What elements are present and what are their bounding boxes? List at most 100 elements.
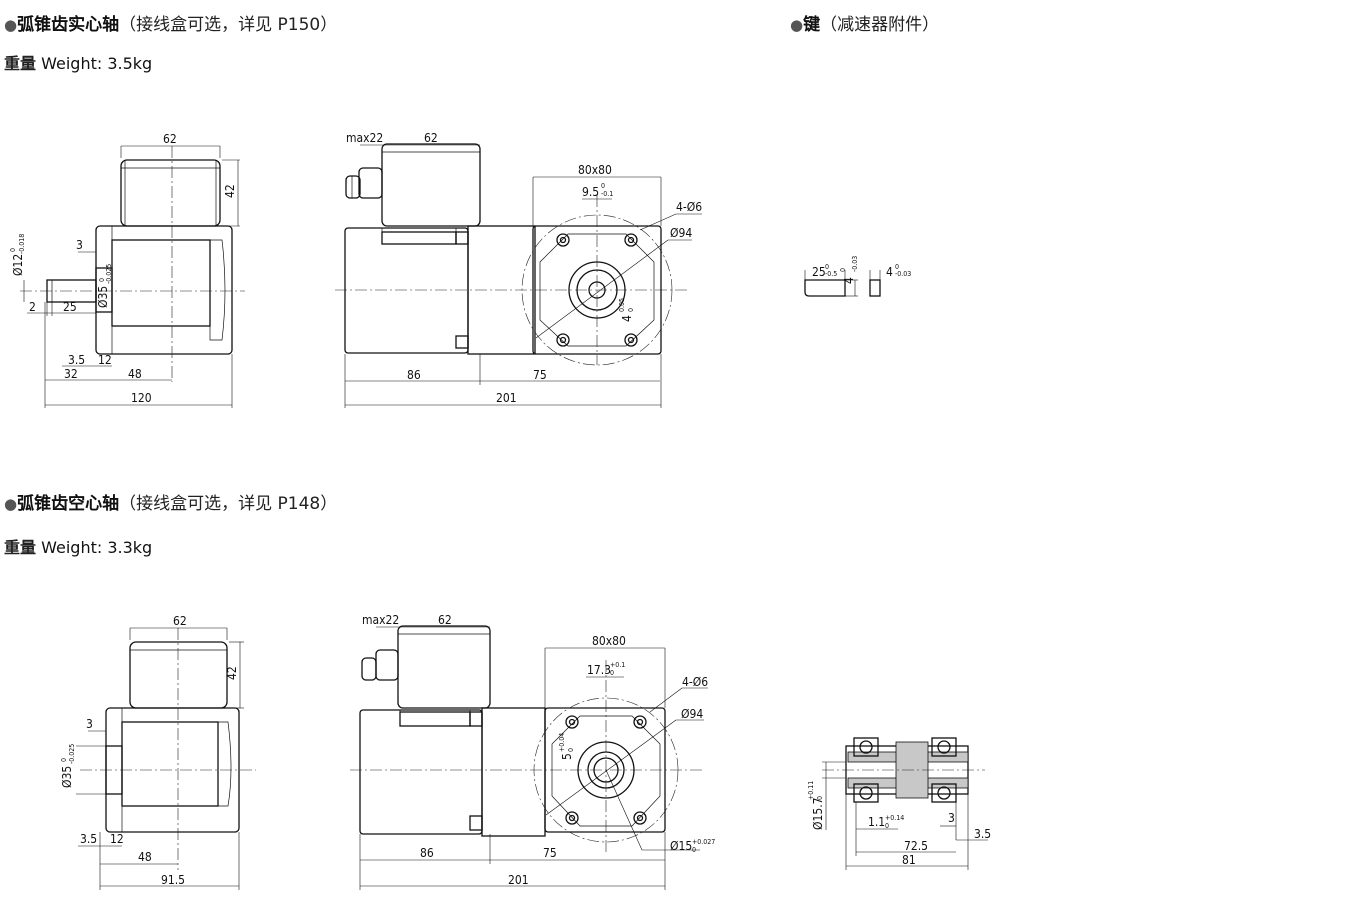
hollow-front-view: max22 62 86 75 201 80x80 17.3 +0.1 0 4-Ø…: [350, 613, 715, 890]
dim-total: 91.5: [161, 873, 185, 887]
weight-label: 重量: [4, 54, 37, 73]
dim-groove-tol-dn: 0: [885, 822, 889, 830]
hollow-side-view: 62 42 3 Ø35 0 -0.025 3.5 12 48 91.5: [60, 614, 256, 890]
dim-key-width-tol-up: 0: [895, 263, 899, 271]
dim-shaft-a: 2: [29, 300, 36, 314]
key-heading: ●键（减速器附件）: [790, 15, 939, 35]
dim-key-width-tol-dn: -0.03: [895, 270, 911, 278]
dim-pcd: Ø94: [670, 226, 692, 240]
dim-square: 80x80: [578, 163, 612, 177]
dim-box-width: 62: [424, 131, 438, 145]
dim-section-dia: Ø15.7: [811, 797, 825, 830]
dim-box-width: 62: [173, 614, 187, 628]
dim-bore: Ø15: [670, 839, 692, 853]
dim-box-width: 62: [163, 132, 177, 146]
dim-key-length-tol-dn: -0.5: [825, 270, 837, 278]
dim-key-width-tol-up: 0: [601, 182, 605, 190]
dim-shaft-dia: Ø12: [11, 254, 25, 276]
dim-groove-tol-up: +0.14: [885, 814, 904, 822]
dim-flange-b: 12: [110, 832, 124, 846]
dim-box-width: 62: [438, 613, 452, 627]
dim-len-b: 48: [128, 367, 142, 381]
dim-key-height-tol-up: +0.04: [558, 733, 566, 752]
dim-pcd: Ø94: [681, 707, 703, 721]
key-title: 键: [803, 15, 821, 35]
bullet-icon: ●: [4, 16, 18, 34]
dim-key-height-tol-dn: -0.03: [851, 256, 859, 272]
key-part: 25 0 -0.5 4 0 -0.03 4 0 -0.03: [804, 256, 911, 297]
solid-shaft-note: （接线盒可选，详见 P150）: [119, 15, 338, 35]
dim-key-height: 4: [620, 315, 634, 322]
dim-shaft-b: 25: [63, 300, 77, 314]
dim-section-len: 72.5: [904, 839, 928, 853]
dim-key-height-tol-up: 0: [839, 268, 847, 272]
dim-gear-len: 75: [543, 846, 557, 860]
dim-pilot-dia: Ø35: [96, 286, 110, 308]
dim-key-height-tol-dn: 0: [567, 748, 575, 752]
dim-motor-len: 86: [407, 368, 421, 382]
dim-flange-b: 12: [98, 353, 112, 367]
solid-shaft-title: 弧锥齿实心轴: [17, 15, 120, 35]
dim-section-dia-tol-dn: 0: [816, 796, 824, 800]
hollow-shaft-note: （接线盒可选，详见 P148）: [119, 494, 338, 514]
dim-holes: 4-Ø6: [682, 675, 708, 689]
weight-value: Weight: 3.5kg: [41, 54, 153, 73]
key-note: （减速器附件）: [820, 15, 940, 35]
dim-motor-len: 86: [420, 846, 434, 860]
dim-key-height-tol-dn: 0: [627, 308, 635, 312]
dim-bore-tol-dn: 0: [692, 846, 696, 854]
hollow-section-view: Ø15.7 +0.11 0 1.1 +0.14 0 3 3.5 72.5 81: [807, 737, 991, 870]
dim-pilot-tol-up: 0: [98, 278, 106, 282]
dim-key-width: 17.3: [587, 663, 611, 677]
hollow-shaft-heading: ●弧锥齿空心轴（接线盒可选，详见 P148）: [4, 494, 337, 514]
dim-box-height: 42: [223, 184, 237, 198]
weight-value: Weight: 3.3kg: [41, 538, 153, 557]
dim-bore-tol-up: +0.027: [692, 838, 715, 846]
hollow-shaft-weight: 重量 Weight: 3.3kg: [4, 534, 152, 558]
dim-key-width-tol-up: +0.1: [610, 661, 625, 669]
dim-total: 201: [508, 873, 529, 887]
dim-flange-a: 3.5: [68, 353, 85, 367]
dim-len-a: 32: [64, 367, 78, 381]
dim-key-length: 25: [812, 265, 826, 279]
dim-pilot-dia: Ø35: [60, 766, 74, 788]
dim-shaft-tol-up: 0: [9, 248, 17, 252]
solid-side-view: 62 42 3 Ø12 0 -0.018 Ø35 0 -0.025 2 25 3…: [9, 132, 245, 408]
dim-max: max22: [362, 613, 399, 627]
solid-front-view: max22 62 86 75 201 80x80 9.5 0 -0.1 4-Ø6…: [335, 131, 702, 408]
weight-label: 重量: [4, 538, 37, 557]
dim-step-a: 3: [948, 811, 955, 825]
dim-box-height: 42: [225, 666, 239, 680]
bullet-icon: ●: [790, 16, 804, 34]
dim-step-b: 3.5: [974, 827, 991, 841]
dim-key-height-tol-up: 0.05: [618, 298, 626, 312]
dim-key-width: 4: [886, 265, 893, 279]
bullet-icon: ●: [4, 495, 18, 513]
dim-key-width: 9.5: [582, 185, 599, 199]
dim-key-height: 5: [560, 753, 574, 760]
dim-key-width-tol-dn: -0.1: [601, 190, 613, 198]
dim-key-height: 4: [842, 277, 856, 284]
dim-key-length-tol-up: 0: [825, 263, 829, 271]
dim-max: max22: [346, 131, 383, 145]
dim-pilot-tol-dn: -0.025: [105, 264, 113, 284]
hollow-shaft-title: 弧锥齿空心轴: [17, 494, 120, 514]
dim-section-dia-tol-up: +0.11: [807, 781, 815, 800]
dim-square: 80x80: [592, 634, 626, 648]
dim-pilot-tol-dn: -0.025: [68, 744, 76, 764]
dim-groove: 1.1: [868, 815, 885, 829]
dim-step: 3: [86, 717, 93, 731]
dim-step: 3: [76, 238, 83, 252]
dim-key-width-tol-dn: 0: [610, 669, 614, 677]
dim-total: 120: [131, 391, 152, 405]
dim-pilot-tol-up: 0: [60, 758, 68, 762]
dim-section-total: 81: [902, 853, 916, 867]
dim-flange-a: 3.5: [80, 832, 97, 846]
solid-shaft-heading: ●弧锥齿实心轴（接线盒可选，详见 P150）: [4, 15, 337, 35]
solid-shaft-weight: 重量 Weight: 3.5kg: [4, 50, 152, 74]
dim-holes: 4-Ø6: [676, 200, 702, 214]
dim-total: 201: [496, 391, 517, 405]
dim-gear-len: 75: [533, 368, 547, 382]
dim-shaft-tol-dn: -0.018: [18, 234, 26, 254]
